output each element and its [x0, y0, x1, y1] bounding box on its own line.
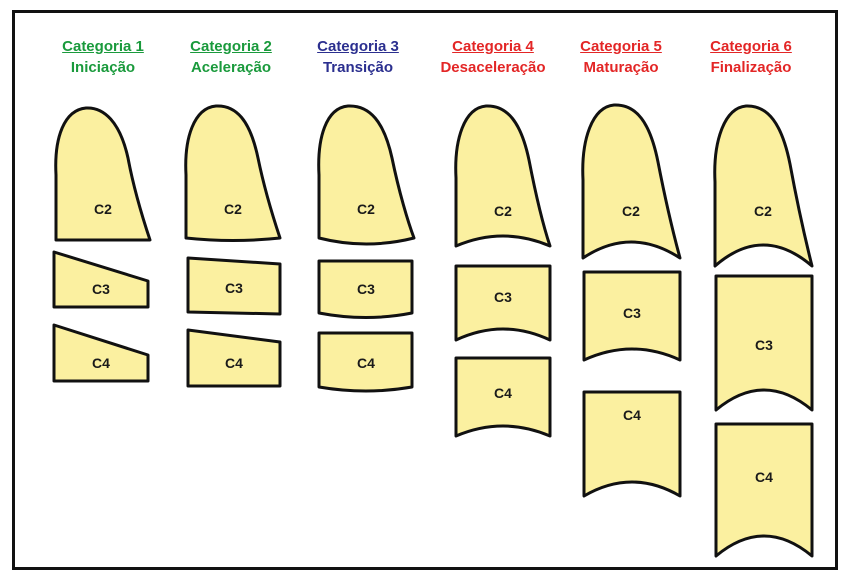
category-5-vertebrae: C2 C3 C4	[583, 105, 680, 496]
cat2-c3-label: C3	[225, 280, 243, 296]
cat2-c2-label: C2	[224, 201, 242, 217]
cat5-c4-label: C4	[623, 407, 641, 423]
cat1-c3-label: C3	[92, 281, 110, 297]
cat5-c2-label: C2	[622, 203, 640, 219]
cat3-c2-label: C2	[357, 201, 375, 217]
cat3-c3-label: C3	[357, 281, 375, 297]
cat6-c4-label: C4	[755, 469, 773, 485]
category-4-vertebrae: C2 C3 C4	[456, 106, 550, 436]
cat1-c3-body	[54, 252, 148, 307]
cat6-c2-label: C2	[754, 203, 772, 219]
cat1-c4-label: C4	[92, 355, 110, 371]
cat6-c4-body	[716, 424, 812, 556]
cat1-c4-body	[54, 325, 148, 381]
cat3-c2-odontoid	[319, 106, 414, 244]
cat6-c2-odontoid	[715, 106, 812, 266]
category-6-vertebrae: C2 C3 C4	[715, 106, 812, 556]
cat5-c3-label: C3	[623, 305, 641, 321]
cat1-c2-odontoid	[56, 108, 150, 240]
cat3-c4-label: C4	[357, 355, 375, 371]
cat1-c2-label: C2	[94, 201, 112, 217]
cat2-c4-label: C4	[225, 355, 243, 371]
category-2-vertebrae: C2 C3 C4	[186, 106, 280, 386]
category-3-vertebrae: C2 C3 C4	[319, 106, 414, 391]
cat2-c2-odontoid	[186, 106, 280, 241]
cat4-c3-label: C3	[494, 289, 512, 305]
cat4-c2-label: C2	[494, 203, 512, 219]
cat4-c2-odontoid	[456, 106, 550, 246]
cat4-c4-label: C4	[494, 385, 512, 401]
cat5-c2-odontoid	[583, 105, 680, 258]
category-1-vertebrae: C2 C3 C4	[54, 108, 150, 381]
cat6-c3-label: C3	[755, 337, 773, 353]
